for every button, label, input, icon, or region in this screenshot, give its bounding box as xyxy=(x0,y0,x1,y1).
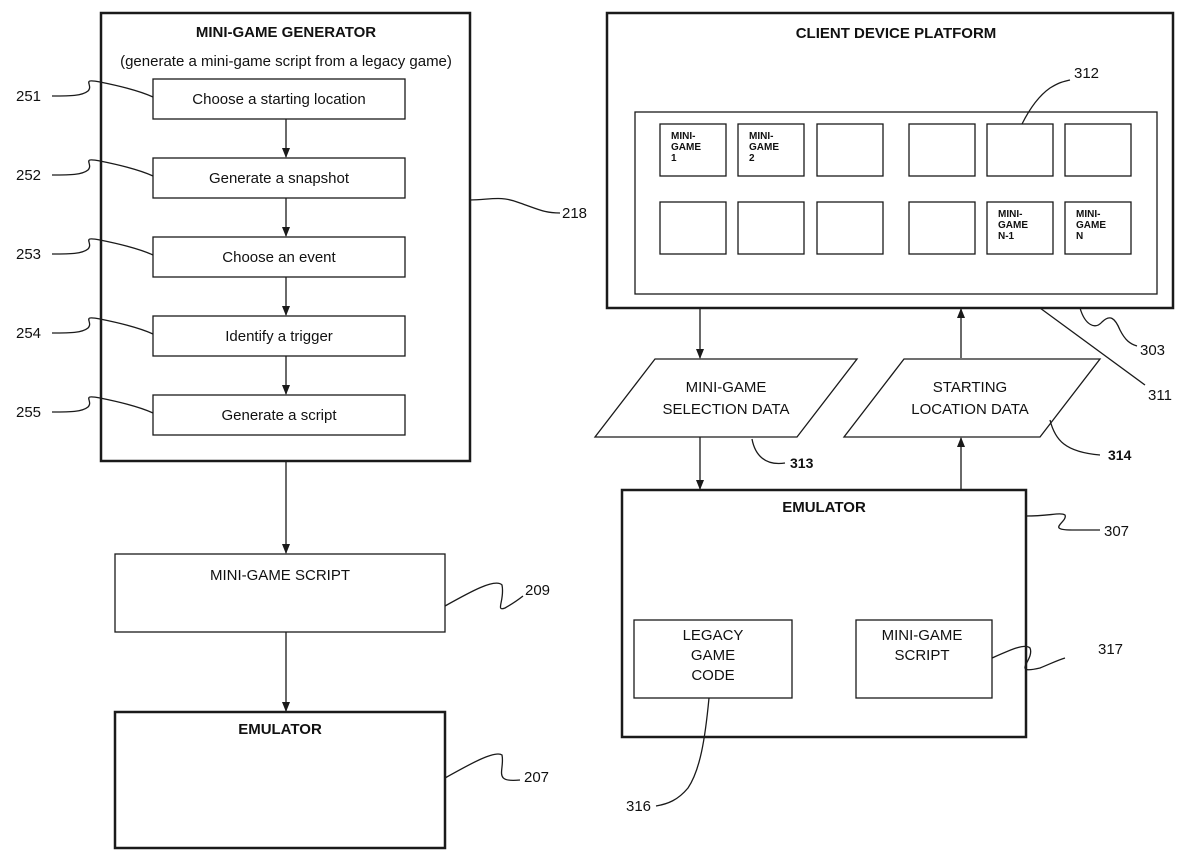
mini-game-tile: MINI-GAME2 xyxy=(738,124,804,176)
selection-data-line-1: MINI-GAME xyxy=(686,379,767,396)
ref-316: 316 xyxy=(626,798,651,815)
leader-209 xyxy=(445,583,523,609)
tile-label: N xyxy=(1076,231,1083,242)
tile-label: GAME xyxy=(998,220,1028,231)
starting-location-data: STARTING LOCATION DATA 314 xyxy=(844,359,1132,463)
ref-251: 251 xyxy=(16,88,41,105)
legacy-line-3: CODE xyxy=(691,667,734,684)
location-data-shape xyxy=(844,359,1100,437)
left-emulator-title: EMULATOR xyxy=(238,721,322,738)
tile-box xyxy=(817,202,883,254)
mini-game-tile xyxy=(909,124,975,176)
location-data-line-2: LOCATION DATA xyxy=(911,401,1029,418)
tile-label: MINI- xyxy=(1076,209,1100,220)
leader-303 xyxy=(1080,308,1137,346)
generator-title: MINI-GAME GENERATOR xyxy=(196,24,376,41)
mini-game-tile xyxy=(987,124,1053,176)
step-label: Choose an event xyxy=(222,249,336,266)
ref-255: 255 xyxy=(16,404,41,421)
ref-254: 254 xyxy=(16,325,41,342)
right-emulator: EMULATOR 307 LEGACY GAME CODE 316 MINI-G… xyxy=(622,490,1129,815)
mini-game-generator: MINI-GAME GENERATOR (generate a mini-gam… xyxy=(16,13,587,461)
leader-313 xyxy=(752,439,785,463)
right-emulator-box xyxy=(622,490,1026,737)
ref-312: 312 xyxy=(1074,65,1099,82)
tile-box xyxy=(909,124,975,176)
step-5: Generate a script 255 xyxy=(16,395,405,435)
leader-307 xyxy=(1026,514,1100,530)
mini-game-tile xyxy=(1065,124,1131,176)
mini-game-tile xyxy=(817,124,883,176)
emulator-script-line-2: SCRIPT xyxy=(894,647,949,664)
tile-box xyxy=(987,124,1053,176)
ref-311: 311 xyxy=(1148,387,1172,404)
emulator-script-line-1: MINI-GAME xyxy=(882,627,963,644)
mini-game-tile: MINI-GAME1 xyxy=(660,124,726,176)
generator-subtitle: (generate a mini-game script from a lega… xyxy=(120,53,452,70)
tile-label: MINI- xyxy=(998,209,1022,220)
tile-label: 2 xyxy=(749,153,755,164)
leader-207 xyxy=(445,754,520,780)
ref-307: 307 xyxy=(1104,523,1129,540)
leader-218 xyxy=(470,198,560,213)
ref-218: 218 xyxy=(562,205,587,222)
ref-314: 314 xyxy=(1108,447,1132,463)
tile-label: MINI- xyxy=(749,131,773,142)
ref-253: 253 xyxy=(16,246,41,263)
tile-label: 1 xyxy=(671,153,677,164)
tile-box xyxy=(660,202,726,254)
step-label: Choose a starting location xyxy=(192,91,365,108)
ref-252: 252 xyxy=(16,167,41,184)
left-emulator: EMULATOR 207 xyxy=(115,712,549,848)
left-script-label: MINI-GAME SCRIPT xyxy=(210,567,350,584)
mini-game-tile xyxy=(817,202,883,254)
tile-box xyxy=(738,202,804,254)
leader-314 xyxy=(1050,420,1100,455)
tile-label: GAME xyxy=(671,142,701,153)
mini-game-tile: MINI-GAMEN-1 xyxy=(987,202,1053,254)
ref-313: 313 xyxy=(790,455,814,471)
tile-label: GAME xyxy=(749,142,779,153)
tile-label: N-1 xyxy=(998,231,1015,242)
client-title: CLIENT DEVICE PLATFORM xyxy=(796,25,997,42)
selection-data-shape xyxy=(595,359,857,437)
mini-game-tile xyxy=(660,202,726,254)
ref-303: 303 xyxy=(1140,342,1165,359)
step-label: Identify a trigger xyxy=(225,328,333,345)
legacy-line-1: LEGACY xyxy=(683,627,744,644)
tile-label: MINI- xyxy=(671,131,695,142)
mini-game-tile: MINI-GAMEN xyxy=(1065,202,1131,254)
legacy-line-2: GAME xyxy=(691,647,735,664)
mini-game-tile xyxy=(909,202,975,254)
right-emulator-title: EMULATOR xyxy=(782,499,866,516)
selection-data-line-2: SELECTION DATA xyxy=(663,401,790,418)
mini-game-selection-data: MINI-GAME SELECTION DATA 313 xyxy=(595,359,857,471)
left-mini-game-script: MINI-GAME SCRIPT 209 xyxy=(115,554,550,632)
ref-317: 317 xyxy=(1098,641,1123,658)
tile-box xyxy=(1065,124,1131,176)
step-label: Generate a script xyxy=(221,407,337,424)
tile-label: GAME xyxy=(1076,220,1106,231)
ref-207: 207 xyxy=(524,769,549,786)
client-device-platform: CLIENT DEVICE PLATFORM MINI-GAME1MINI-GA… xyxy=(607,13,1173,404)
left-script-box xyxy=(115,554,445,632)
ref-209: 209 xyxy=(525,582,550,599)
tile-box xyxy=(909,202,975,254)
tile-box xyxy=(817,124,883,176)
location-data-line-1: STARTING xyxy=(933,379,1007,396)
step-label: Generate a snapshot xyxy=(209,170,350,187)
mini-game-tile xyxy=(738,202,804,254)
